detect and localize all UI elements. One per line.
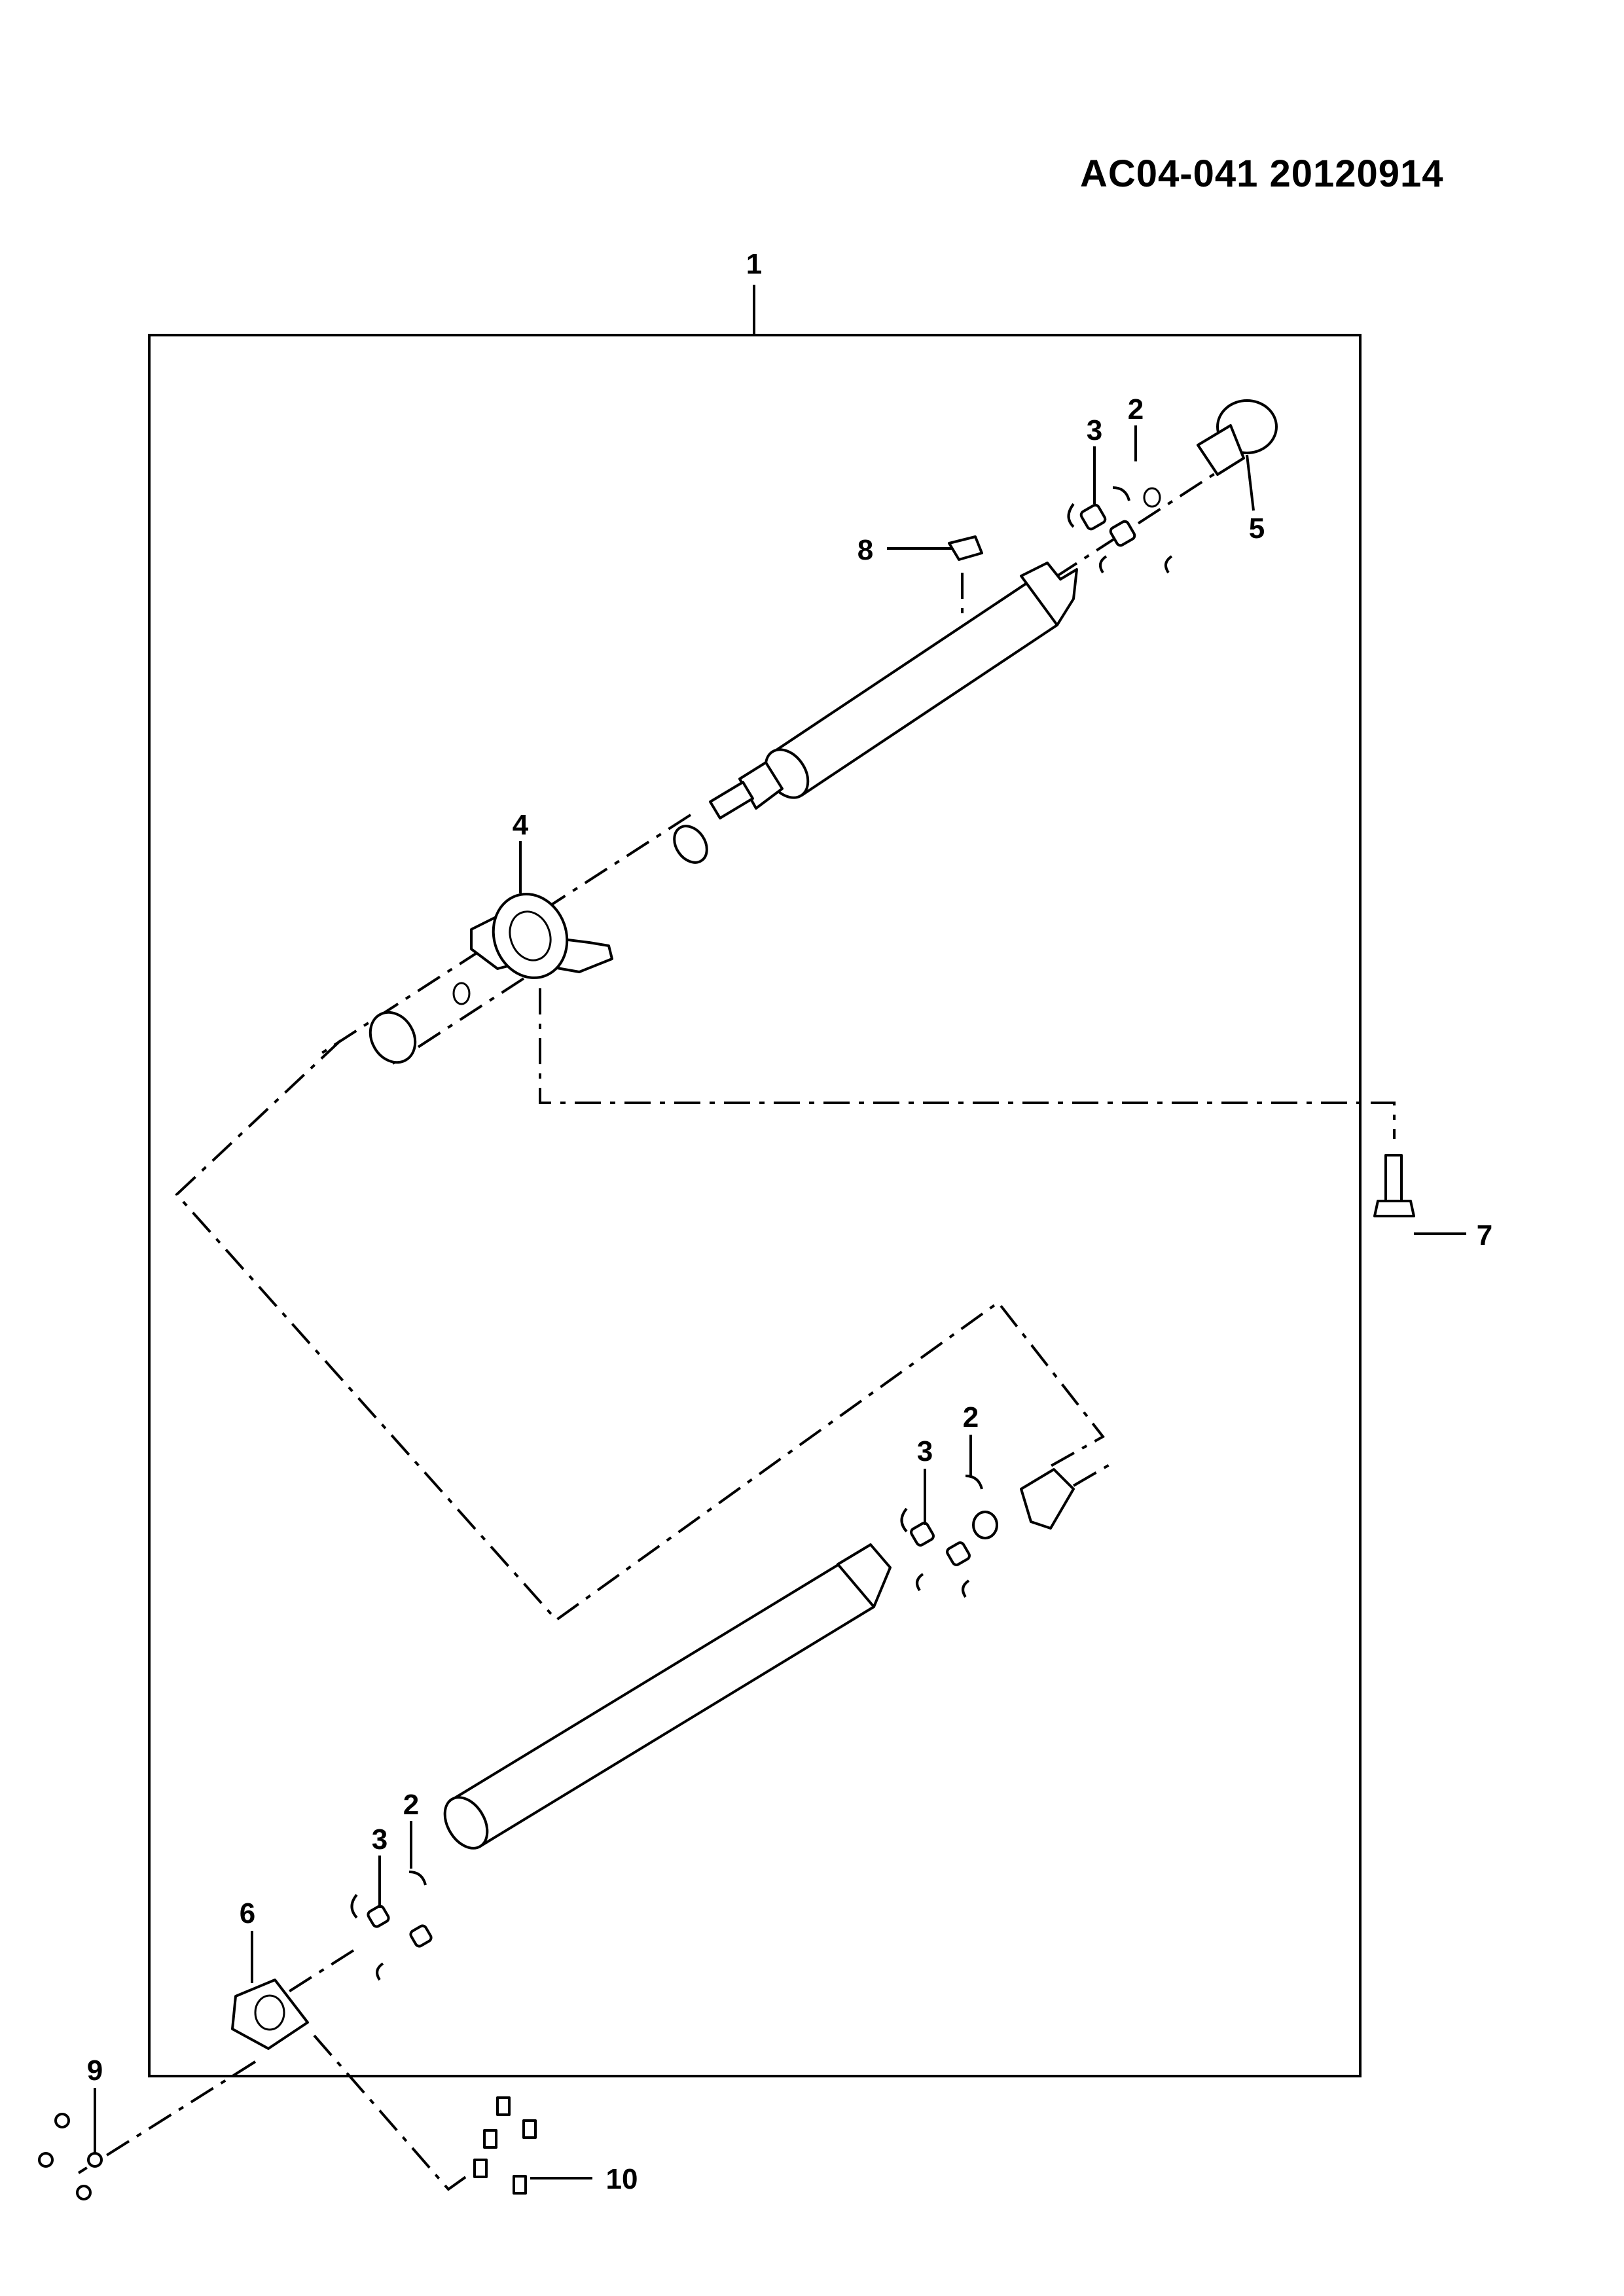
snap-ring — [965, 1475, 983, 1490]
bolt-7-head — [1373, 1200, 1415, 1217]
label-part-8 — [948, 535, 983, 561]
lower-shaft — [38, 1462, 1114, 2200]
front-yoke-ears — [1197, 424, 1245, 476]
center-bearing-inner — [509, 910, 552, 961]
callout-10: 10 — [606, 2163, 638, 2195]
assembly-frame — [148, 334, 1362, 2077]
slip-yoke-seal — [972, 1511, 998, 1539]
upper-centerline — [1056, 454, 1245, 577]
bolt — [496, 2096, 511, 2116]
bolt-route-10 — [313, 2034, 473, 2191]
callout-2b: 2 — [963, 1401, 979, 1433]
upper-centerline-3 — [391, 977, 525, 1065]
snap-ring — [962, 1579, 970, 1598]
rear-centerline — [280, 1949, 355, 1998]
bolt-route — [539, 988, 1396, 1139]
leader-5 — [1246, 454, 1255, 511]
bolt — [513, 2175, 527, 2195]
nut — [76, 2185, 92, 2200]
u-joint-cup — [946, 1541, 971, 1566]
callout-1: 1 — [746, 248, 762, 280]
u-joint-cup — [367, 1905, 390, 1928]
bolt — [522, 2119, 537, 2139]
callout-4: 4 — [513, 809, 529, 841]
bolt — [473, 2159, 488, 2178]
callout-9: 9 — [87, 2054, 103, 2087]
connection-route — [175, 1039, 1106, 1622]
callout-8: 8 — [857, 534, 873, 566]
bolt-7-shank — [1384, 1154, 1403, 1202]
snap-ring — [376, 1962, 384, 1981]
center-washer — [452, 982, 471, 1005]
upper-shaft — [319, 399, 1415, 1217]
u-joint-cup — [910, 1522, 935, 1547]
spline-shaft — [709, 781, 754, 819]
u-joint-cup — [1109, 520, 1136, 547]
slip-yoke — [1020, 1468, 1075, 1530]
callout-6: 6 — [240, 1897, 255, 1929]
snap-ring — [916, 1573, 924, 1592]
lower-tube-end — [443, 1796, 489, 1850]
snap-ring — [900, 1507, 908, 1533]
callout-2a: 2 — [1128, 393, 1144, 425]
snap-ring — [1067, 503, 1075, 528]
nut-centerline — [77, 2060, 257, 2174]
snap-ring — [408, 1871, 427, 1886]
snap-ring — [1112, 486, 1130, 501]
upper-tube-yoke — [1020, 562, 1078, 626]
bolt — [483, 2129, 497, 2149]
bolt-group-10 — [473, 2096, 537, 2195]
callout-3b: 3 — [917, 1435, 933, 1467]
callout-2c: 2 — [403, 1789, 419, 1821]
callout-3a: 3 — [1087, 414, 1102, 446]
o-ring — [1143, 487, 1161, 508]
lower-tube — [450, 1560, 875, 1847]
callout-7: 7 — [1477, 1219, 1492, 1251]
snap-ring — [350, 1893, 358, 1919]
slip-yoke-centerline — [1072, 1462, 1114, 1487]
snap-ring — [1099, 555, 1108, 574]
lower-tube-yoke — [837, 1543, 892, 1608]
nut — [87, 2152, 103, 2168]
u-joint-cup — [409, 1924, 433, 1948]
nut — [54, 2113, 70, 2128]
nut — [38, 2152, 54, 2168]
callout-3c: 3 — [372, 1823, 388, 1856]
upper-tube — [771, 581, 1058, 797]
rear-flange-hub — [254, 1994, 285, 2031]
u-joint-cup — [1079, 503, 1107, 531]
callout-5: 5 — [1249, 512, 1265, 545]
snap-ring — [1164, 555, 1173, 574]
dust-seal — [673, 825, 708, 864]
document-id: AC04-041 20120914 — [1080, 152, 1444, 195]
bearing-seal — [369, 1011, 417, 1064]
